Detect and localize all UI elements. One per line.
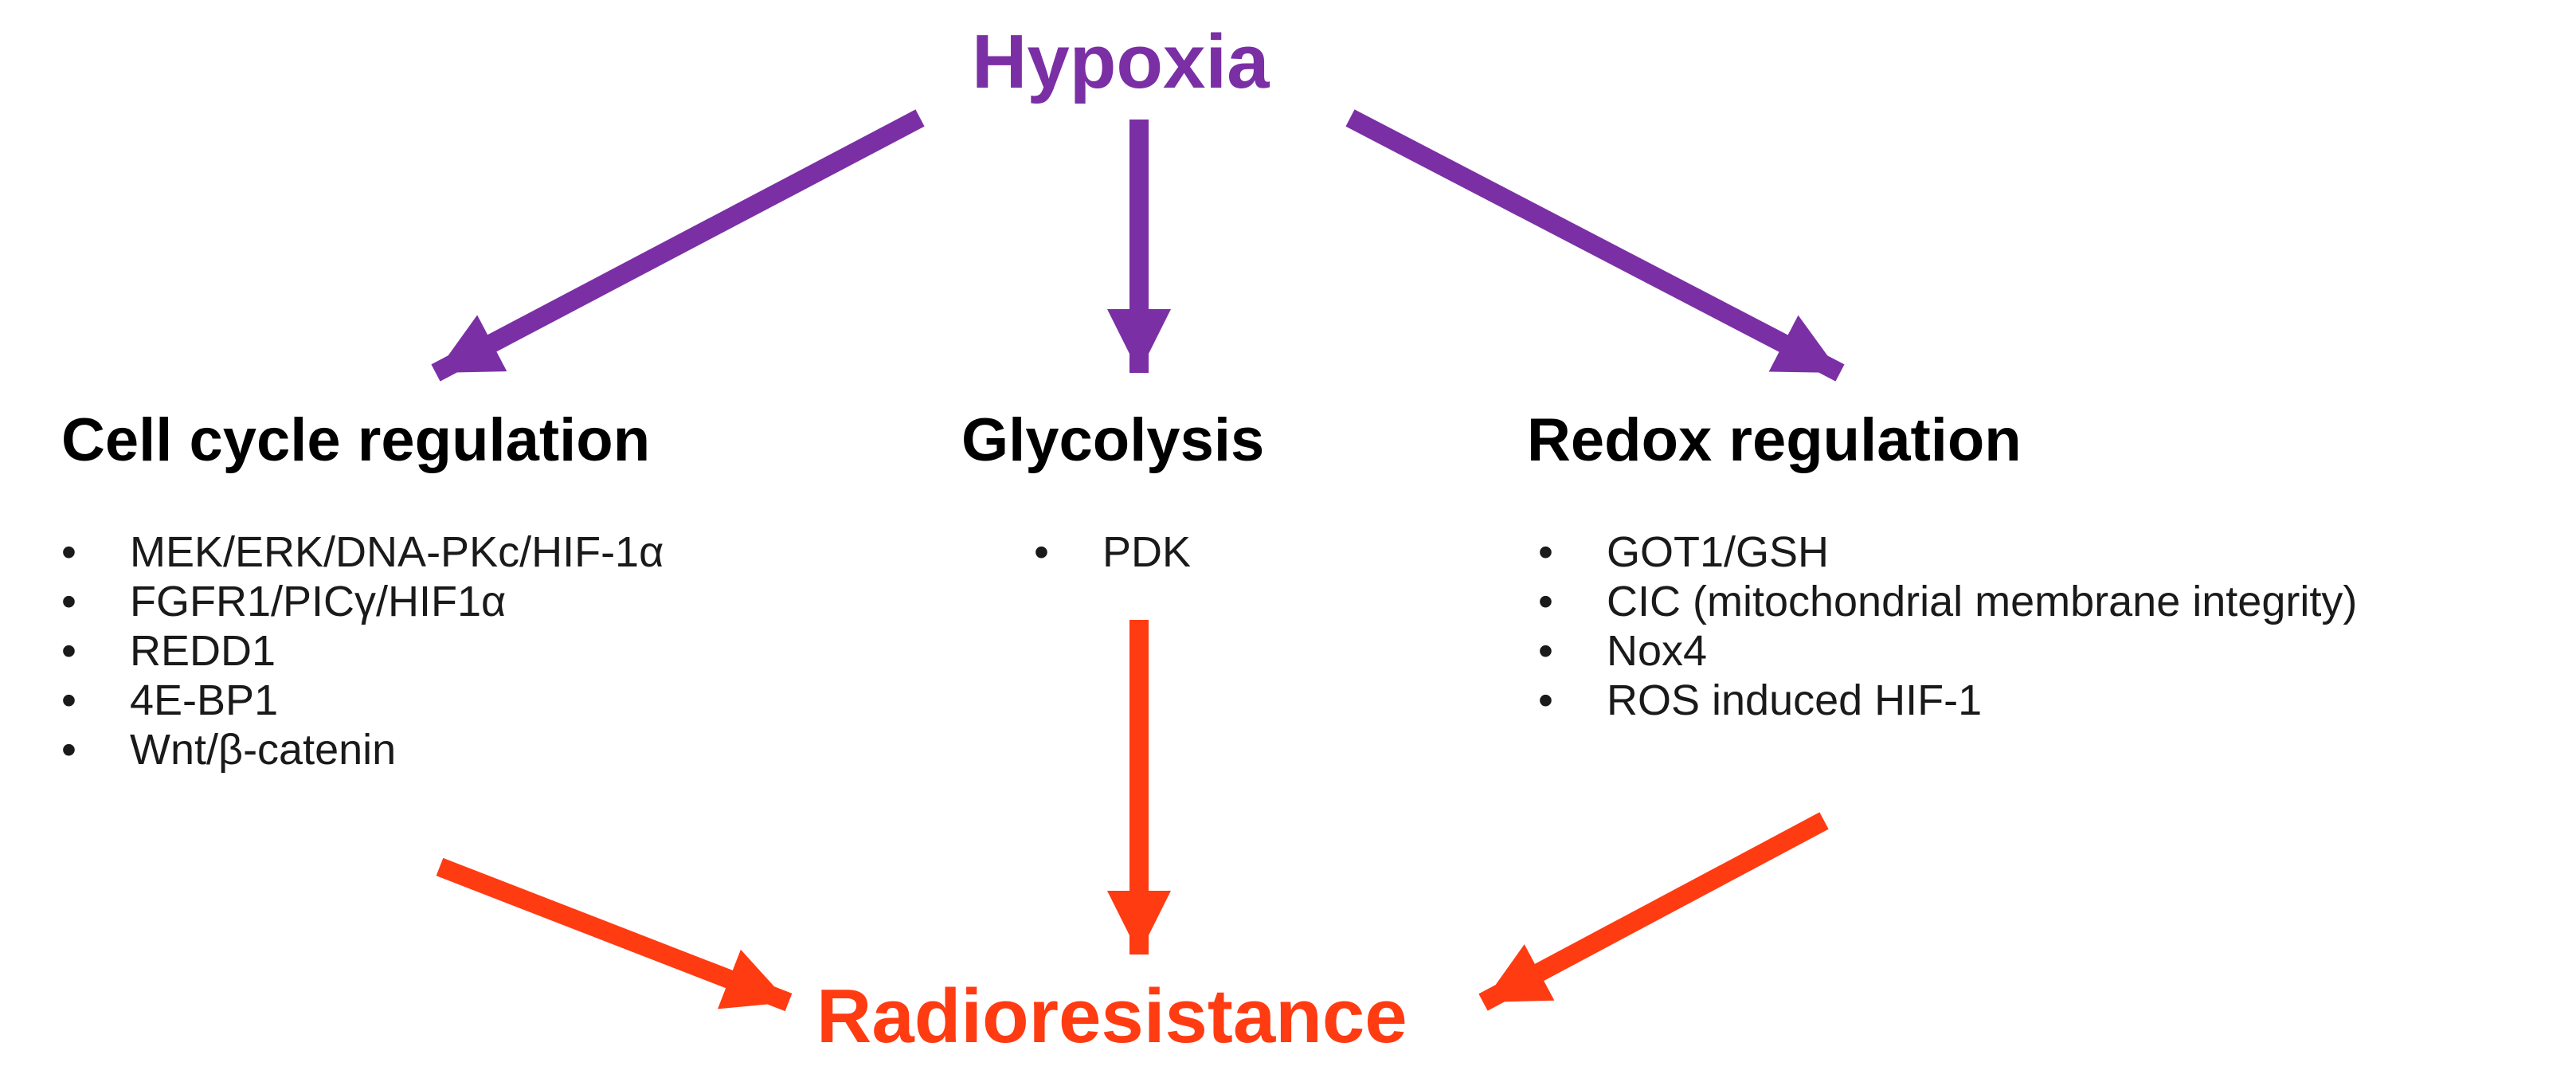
list-item: ROS induced HIF-1 bbox=[1538, 676, 2357, 725]
list-item: PDK bbox=[1034, 527, 1191, 577]
redox-list: GOT1/GSH CIC (mitochondrial membrane int… bbox=[1538, 527, 2357, 725]
hypoxia-title: Hypoxia bbox=[972, 19, 1270, 104]
arrow-cell-cycle-to-radioresistance bbox=[436, 857, 793, 1012]
heading-cell-cycle-regulation: Cell cycle regulation bbox=[61, 406, 651, 474]
heading-glycolysis: Glycolysis bbox=[961, 406, 1265, 474]
list-item: MEK/ERK/DNA-PKc/HIF-1α bbox=[61, 527, 664, 577]
list-item: Wnt/β-catenin bbox=[61, 725, 664, 774]
list-item: CIC (mitochondrial membrane integrity) bbox=[1538, 577, 2357, 626]
list-item: Nox4 bbox=[1538, 626, 2357, 676]
glycolysis-list: PDK bbox=[1034, 527, 1191, 577]
arrow-hypoxia-to-cell-cycle bbox=[431, 109, 925, 382]
list-item: 4E-BP1 bbox=[61, 676, 664, 725]
radioresistance-title: Radioresistance bbox=[816, 974, 1407, 1059]
list-item: GOT1/GSH bbox=[1538, 527, 2357, 577]
heading-redox-regulation: Redox regulation bbox=[1527, 406, 2022, 474]
arrow-redox-to-radioresistance bbox=[1478, 812, 1829, 1011]
arrow-hypoxia-to-redox bbox=[1345, 109, 1845, 382]
list-item: REDD1 bbox=[61, 626, 664, 676]
list-item: FGFR1/PICγ/HIF1α bbox=[61, 577, 664, 626]
cell-cycle-list: MEK/ERK/DNA-PKc/HIF-1α FGFR1/PICγ/HIF1α … bbox=[61, 527, 664, 774]
